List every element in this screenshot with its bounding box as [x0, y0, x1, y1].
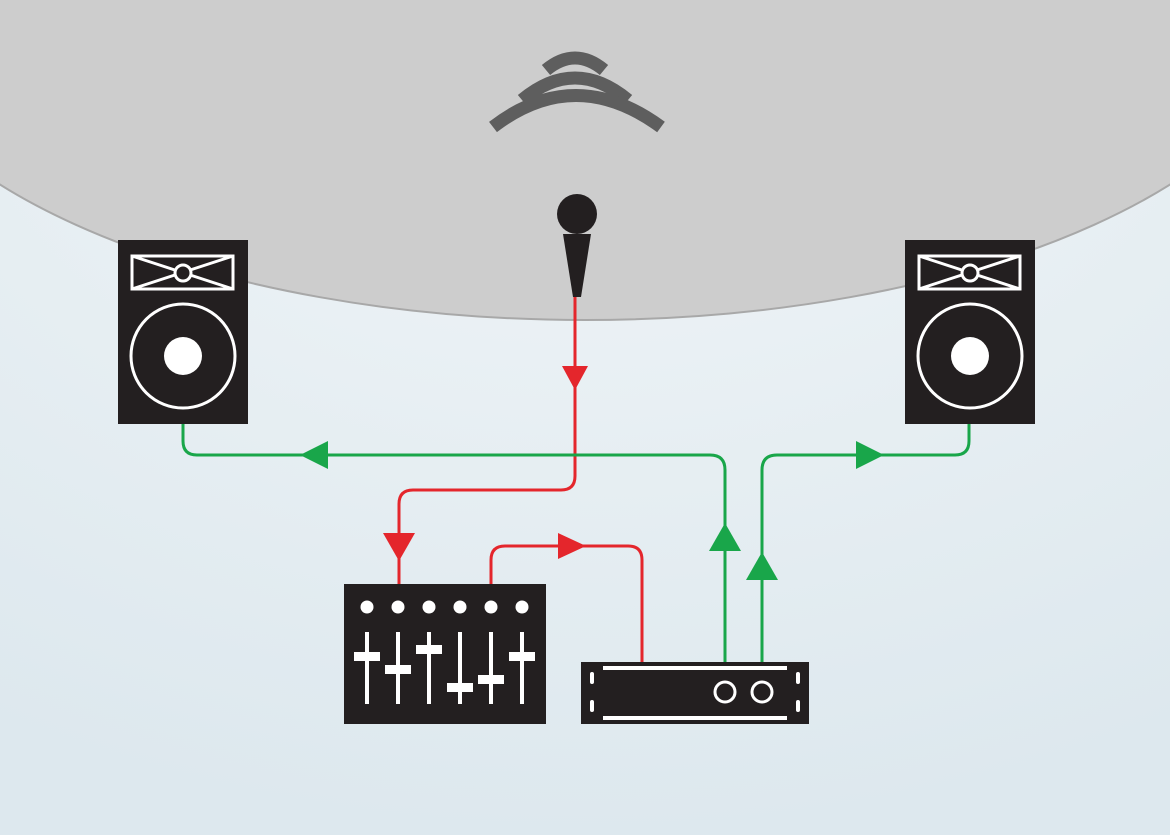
mixer-knob [484, 600, 498, 614]
output-signal-arrows [300, 441, 884, 580]
mixer-knob [515, 600, 529, 614]
arrow-down-icon [383, 533, 415, 561]
mixer-fader-cap [385, 665, 411, 674]
microphone-icon [557, 194, 597, 297]
mixer-fader-track [458, 632, 462, 704]
mixer-fader-track [427, 632, 431, 704]
arrow-up-icon [709, 523, 741, 551]
amplifier-icon [581, 662, 809, 724]
amp-knob [713, 680, 737, 704]
mic-to-mixer-cable [397, 296, 577, 584]
mixer-fader-track [520, 632, 524, 704]
mixer-knob [360, 600, 374, 614]
mixer-knob [422, 600, 436, 614]
mixer-fader-cap [416, 645, 442, 654]
amp-knob [750, 680, 774, 704]
sound-waves-icon [489, 51, 665, 133]
sound-wave-arc [517, 71, 633, 106]
stage-area [0, 0, 1170, 321]
mixer-fader-cap [354, 652, 380, 661]
mixer-fader-track [489, 632, 493, 704]
arrow-right-icon [856, 441, 884, 469]
arrow-left-icon [300, 441, 328, 469]
input-signal-arrows [383, 366, 588, 561]
amp-to-left-speaker-cable [181, 424, 727, 662]
arrow-up-icon [746, 552, 778, 580]
mixer-knob [391, 600, 405, 614]
sound-wave-arc [541, 51, 609, 76]
sound-wave-arc [489, 89, 665, 133]
arrow-down-icon [562, 366, 588, 390]
mixer-knob [453, 600, 467, 614]
mixer-fader-cap [447, 683, 473, 692]
mixer-icon [344, 584, 546, 724]
right-speaker-icon [905, 240, 1035, 424]
mixer-fader-cap [509, 652, 535, 661]
left-speaker-icon [118, 240, 248, 424]
mixer-fader-track [365, 632, 369, 704]
arrow-right-icon [558, 533, 586, 559]
mixer-fader-cap [478, 675, 504, 684]
